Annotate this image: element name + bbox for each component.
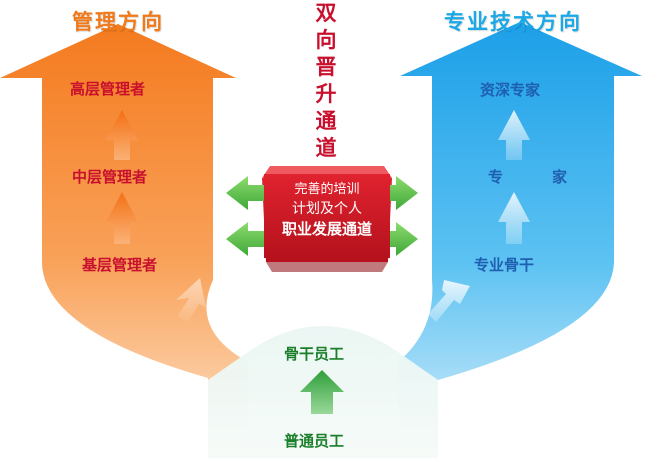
center-box-line-2: 计划及个人 [292,201,362,217]
up-arrow-icon [498,192,530,244]
management-up-arrows [106,110,206,322]
backbone-staff-node: 骨干员工 [284,345,345,363]
up-arrow-icon [428,280,470,322]
technical-up-arrows [428,110,530,322]
regular-staff-node: 普通员工 [284,432,345,450]
connector-arrows [226,174,418,258]
up-arrow-icon [498,110,530,160]
expert-node: 专 家 [488,168,585,186]
center-box-line-3: 职业发展通道 [281,220,372,238]
management-direction-title: 管理方向 [72,10,164,34]
up-arrow-icon [176,278,206,322]
senior-manager-node: 高层管理者 [70,80,146,98]
base-manager-node: 基层管理者 [82,256,158,274]
up-arrow-icon [106,110,138,160]
up-arrow-icon [106,192,138,244]
senior-expert-node: 资深专家 [480,81,541,99]
dual-promotion-channel-title: 双向晋升通道 [315,1,337,160]
technical-direction-title: 专业技术方向 [444,10,582,34]
middle-manager-node: 中层管理者 [72,168,148,186]
center-box-line-1: 完善的培训 [294,182,360,197]
professional-backbone-node: 专业骨干 [474,256,535,274]
base-up-arrow-icon [300,370,344,414]
